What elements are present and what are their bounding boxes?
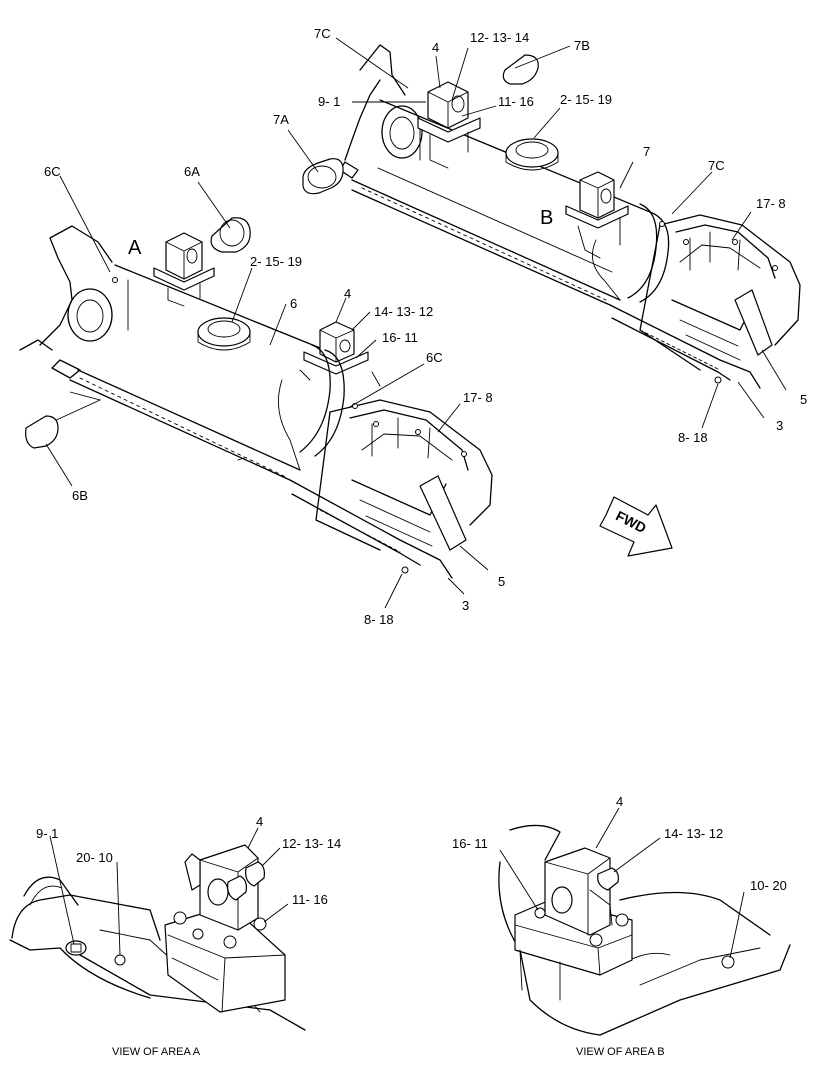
callout-11-16-view: 11- 16 bbox=[292, 892, 328, 907]
callout-14-13-12-a: 14- 13- 12 bbox=[374, 304, 433, 319]
view-b-caption: VIEW OF AREA B bbox=[576, 1046, 665, 1058]
callout-7: 7 bbox=[643, 144, 650, 159]
callout-labels-view-a: 9- 1 20- 10 4 12- 13- 14 11- 16 VIEW OF … bbox=[36, 814, 341, 1058]
callout-17-8-b: 17- 8 bbox=[756, 196, 786, 211]
callout-16-11-a: 16- 11 bbox=[382, 330, 418, 345]
callout-9-1-view: 9- 1 bbox=[36, 826, 58, 841]
callout-7b: 7B bbox=[574, 38, 590, 53]
callout-8-18-b: 8- 18 bbox=[678, 430, 708, 445]
fwd-arrow-icon: FWD bbox=[599, 496, 673, 557]
callout-20-10: 20- 10 bbox=[76, 850, 113, 865]
callout-12-13-14: 12- 13- 14 bbox=[470, 30, 529, 45]
view-a-detail bbox=[9, 844, 306, 1031]
area-a-marker: A bbox=[128, 237, 142, 259]
view-a-caption: VIEW OF AREA A bbox=[112, 1046, 201, 1058]
callout-7a: 7A bbox=[273, 112, 289, 127]
callout-labels-beam-a: 6C 6A A 2- 15- 19 6 4 14- 13- 12 16- 11 … bbox=[44, 164, 505, 627]
callout-7c-top: 7C bbox=[314, 26, 331, 41]
callout-6: 6 bbox=[290, 296, 297, 311]
callout-16-11-view: 16- 11 bbox=[452, 836, 488, 851]
callout-14-13-12-view: 14- 13- 12 bbox=[664, 826, 723, 841]
callout-4-b: 4 bbox=[432, 40, 439, 55]
callout-6a: 6A bbox=[184, 164, 200, 179]
callout-9-1: 9- 1 bbox=[318, 94, 340, 109]
view-b-detail bbox=[498, 824, 791, 1036]
callout-3-a: 3 bbox=[462, 598, 469, 613]
leader-lines bbox=[45, 37, 787, 959]
callout-17-8-a: 17- 8 bbox=[463, 390, 493, 405]
callout-4-a: 4 bbox=[344, 286, 351, 301]
callout-labels-view-b: 4 16- 11 14- 13- 12 10- 20 VIEW OF AREA … bbox=[452, 794, 787, 1058]
callout-4-view-b: 4 bbox=[616, 794, 623, 809]
callout-5-b: 5 bbox=[800, 392, 807, 407]
callout-2-15-19-a: 2- 15- 19 bbox=[250, 254, 302, 269]
callout-5-a: 5 bbox=[498, 574, 505, 589]
callout-6b: 6B bbox=[72, 488, 88, 503]
callout-3-b: 3 bbox=[776, 418, 783, 433]
callout-labels-beam-b: 7C 4 12- 13- 14 7B 9- 1 11- 16 2- 15- 19… bbox=[273, 26, 807, 445]
callout-10-20: 10- 20 bbox=[750, 878, 787, 893]
callout-6c-right: 6C bbox=[426, 350, 443, 365]
callout-12-13-14-view: 12- 13- 14 bbox=[282, 836, 341, 851]
callout-8-18-a: 8- 18 bbox=[364, 612, 394, 627]
callout-7c-right: 7C bbox=[708, 158, 725, 173]
beam-a-assembly bbox=[19, 217, 493, 579]
callout-4-view-a: 4 bbox=[256, 814, 263, 829]
callout-2-15-19-b: 2- 15- 19 bbox=[560, 92, 612, 107]
area-b-marker: B bbox=[540, 207, 553, 229]
callout-11-16: 11- 16 bbox=[498, 94, 534, 109]
callout-6c-left: 6C bbox=[44, 164, 61, 179]
